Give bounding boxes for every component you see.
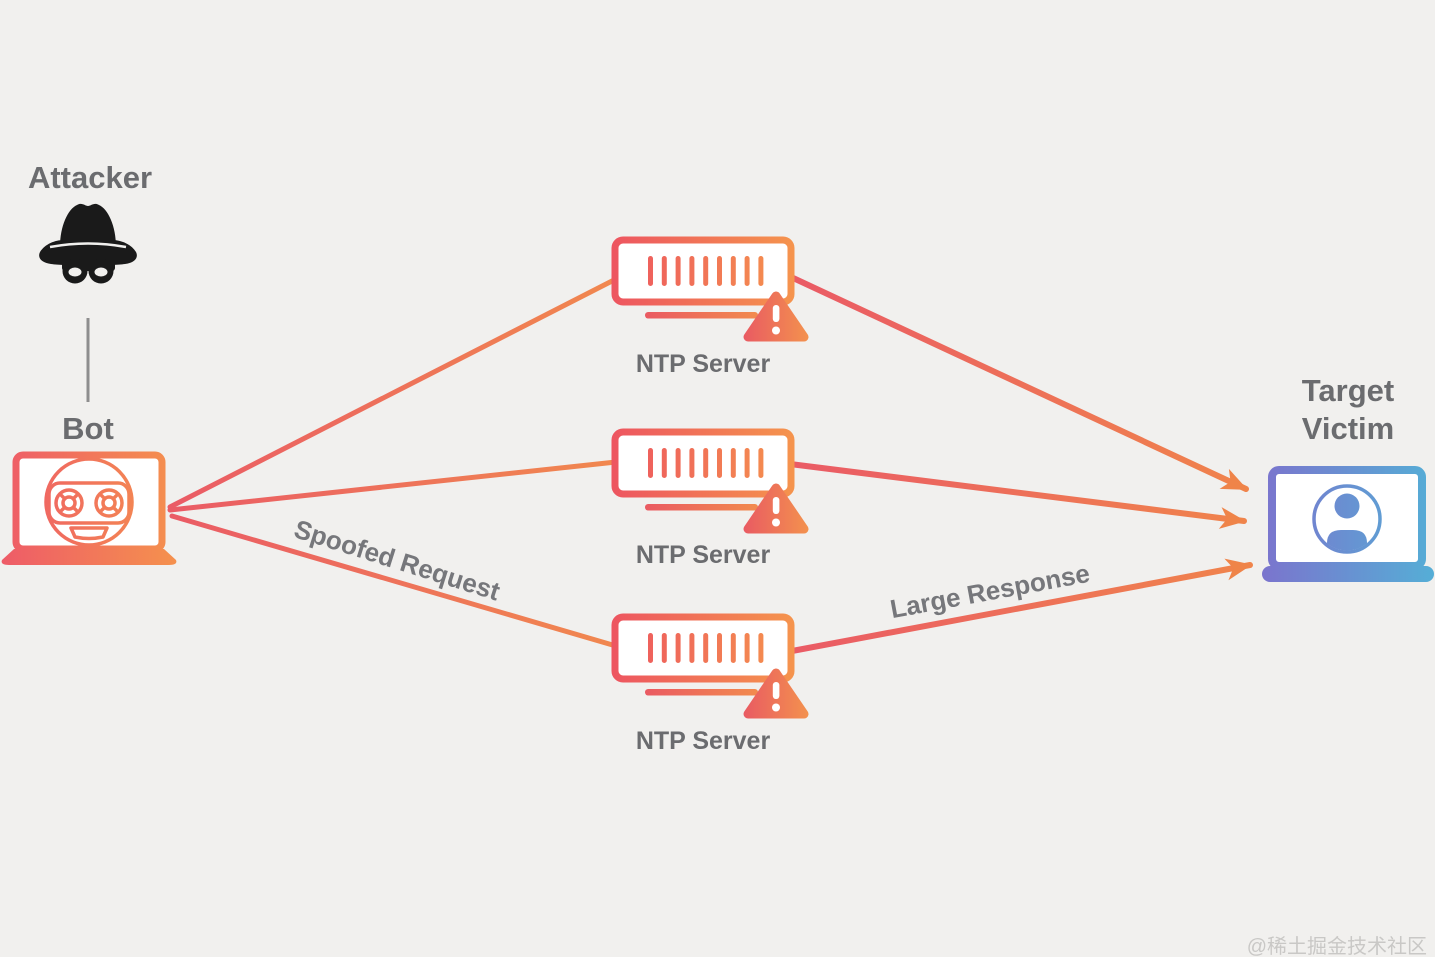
response-line-top — [788, 274, 1249, 492]
request-line-middle — [167, 459, 619, 513]
ntp-server-label-top: NTP Server — [635, 350, 771, 378]
server-underline — [645, 312, 758, 319]
server-underline — [645, 689, 758, 696]
ntp-server-icon-top — [611, 236, 809, 342]
server-underline — [645, 504, 758, 511]
server-bars — [648, 448, 764, 478]
ntp-server-label-bottom: NTP Server — [635, 727, 771, 755]
watermark: @稀土掘金技术社区 — [1246, 936, 1427, 957]
ntp-server-icon-bottom — [611, 613, 809, 719]
bot-label: Bot — [62, 411, 114, 446]
warning-icon — [743, 668, 809, 719]
request-line-top — [167, 277, 617, 510]
target-victim-label: Target Victim — [1301, 373, 1395, 446]
warning-icon — [743, 291, 809, 342]
ntp-server-label-middle: NTP Server — [635, 541, 771, 569]
response-line-bottom — [789, 558, 1253, 654]
attacker-label: Attacker — [27, 160, 153, 195]
warning-icon — [743, 483, 809, 534]
request-lines — [167, 277, 619, 649]
user-avatar-icon — [1312, 484, 1382, 554]
attacker-spy-icon — [39, 203, 137, 284]
ntp-server-icon-middle — [611, 428, 809, 534]
server-bars — [648, 256, 764, 286]
server-bars — [648, 633, 764, 663]
victim-laptop-icon — [1262, 466, 1434, 582]
robot-face-icon — [44, 457, 134, 547]
response-line-middle — [787, 461, 1247, 529]
response-lines — [787, 274, 1253, 654]
request-line-bottom — [169, 513, 619, 649]
bot-laptop-icon — [1, 451, 177, 565]
